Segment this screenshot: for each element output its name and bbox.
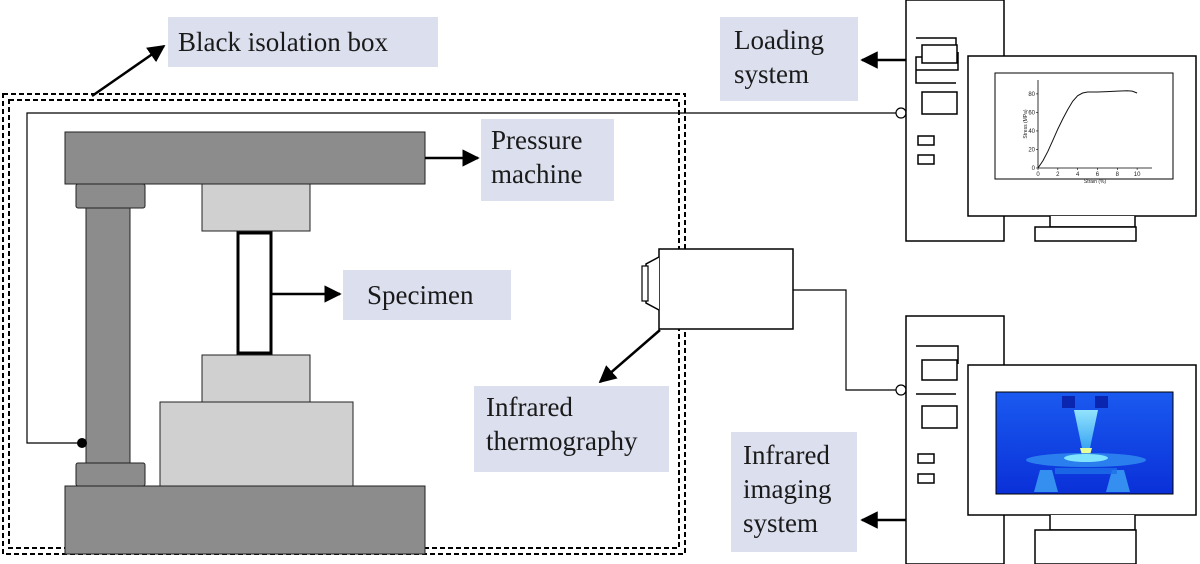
plot-y-axis-label: Stress (MPa) — [1023, 109, 1029, 139]
pressure-machine-line-1: Pressure — [491, 125, 583, 155]
machine-top-beam — [64, 131, 426, 185]
infrared-imaging-system-line-1: Infrared — [743, 440, 830, 470]
black-isolation-box-label: Black isolation box — [168, 17, 438, 67]
specimen-text: Specimen — [367, 280, 474, 310]
pressure-machine-line-2: machine — [491, 159, 583, 189]
infrared-imaging-system-line-2: imaging — [743, 474, 832, 504]
plot-x-tick-label: 0 — [1036, 172, 1040, 178]
load-signal-cable — [26, 112, 896, 444]
loading-system-line-2: system — [734, 59, 810, 89]
plot-y-tick-label: 80 — [1028, 92, 1035, 98]
upper-platen — [201, 183, 311, 232]
infrared-thermography-label: Infrared thermography — [474, 386, 669, 472]
specimen — [236, 231, 273, 355]
loading-system-computer — [905, 0, 1197, 242]
infrared-imaging-system-line-3: system — [743, 508, 819, 538]
infrared-thermography-line-2: thermography — [486, 426, 638, 456]
loading-port-connector — [895, 107, 907, 119]
plot-y-tick-label: 60 — [1028, 110, 1035, 116]
plot-y-tick-label: 0 — [1032, 166, 1036, 172]
specimen-label: Specimen — [343, 270, 511, 320]
infrared-camera — [641, 248, 794, 330]
plot-x-tick-label: 4 — [1076, 172, 1080, 178]
machine-column — [85, 207, 131, 464]
camera-signal-cable — [793, 289, 896, 391]
stress-strain-plot: 0 2 4 6 8 10 0 20 40 60 80 Strain (%) Stress (MPa) — [1023, 80, 1152, 185]
plot-y-tick-label: 40 — [1028, 129, 1035, 135]
infrared-thermography-line-1: Infrared — [486, 392, 573, 422]
plot-x-tick-label: 8 — [1116, 172, 1120, 178]
lower-platen — [201, 354, 311, 403]
loading-system-label: Loading system — [720, 17, 858, 101]
stress-strain-curve — [1037, 90, 1138, 169]
pressure-machine-label: Pressure machine — [481, 119, 614, 201]
infrared-imaging-system-label: Infrared imaging system — [731, 432, 857, 552]
plot-x-tick-label: 10 — [1134, 172, 1141, 178]
column-top-collar — [75, 183, 146, 209]
infrared-camera-arrow — [598, 329, 661, 384]
load-cable-connector — [77, 438, 87, 448]
machine-base — [64, 485, 426, 555]
pressure-machine — [64, 131, 426, 555]
lower-support-block — [159, 401, 354, 487]
column-bottom-collar — [75, 462, 146, 487]
loading-system-line-1: Loading — [734, 25, 824, 55]
imaging-port-connector — [895, 384, 907, 396]
plot-x-axis-label: Strain (%) — [1084, 179, 1107, 185]
plot-x-tick-label: 2 — [1056, 172, 1060, 178]
isolation-box-arrow — [91, 44, 166, 98]
plot-y-tick-label: 20 — [1028, 147, 1035, 153]
thermal-image — [995, 391, 1174, 495]
black-isolation-box-text: Black isolation box — [178, 27, 388, 57]
plot-x-tick-label: 6 — [1096, 172, 1100, 178]
